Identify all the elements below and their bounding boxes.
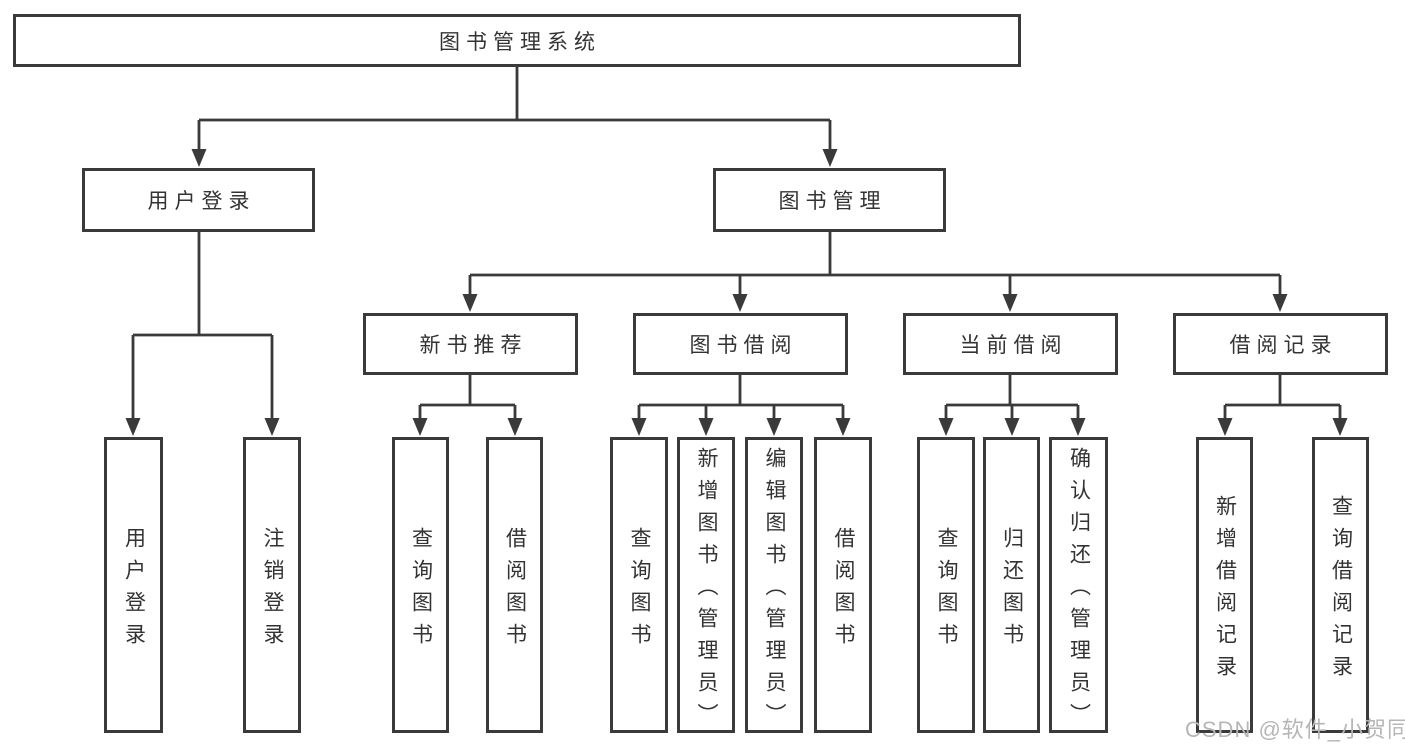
node-book-management: 图书管理 [713,168,946,232]
leaf-query-borrow-record: 查询借阅记录 [1312,437,1369,733]
leaf-label: 查询图书 [935,526,958,655]
leaf-user-login: 用户登录 [104,437,163,733]
node-book-borrow: 图书借阅 [633,313,848,375]
node-new-book-recommend: 新书推荐 [363,313,578,375]
node-label: 图书管理 [778,190,887,213]
leaf-query-books: 查询图书 [610,437,668,733]
leaf-add-books-admin: 新增图书（管理员） [677,437,735,735]
leaf-query-books: 查询图书 [917,437,975,733]
leaf-logout: 注销登录 [243,437,301,733]
leaf-borrow-books: 借阅图书 [486,437,543,733]
leaf-label: 注销登录 [261,526,284,655]
node-label: 当前借阅 [959,334,1068,357]
node-label: 图书管理系统 [439,30,601,54]
node-user-login: 用户登录 [82,168,315,232]
leaf-label: 新增图书（管理员） [695,446,718,735]
leaf-label: 确认归还（管理员） [1067,446,1091,735]
leaf-edit-books-admin: 编辑图书（管理员） [745,437,803,735]
leaf-borrow-books: 借阅图书 [814,437,872,733]
leaf-label: 借阅图书 [503,526,527,655]
node-current-borrow: 当前借阅 [903,313,1118,375]
node-label: 图书借阅 [689,334,798,357]
node-label: 用户登录 [147,190,256,213]
csdn-watermark: CSDN @软件_小贺同学 [1185,717,1405,742]
leaf-label: 用户登录 [122,526,146,655]
leaf-add-borrow-record: 新增借阅记录 [1196,437,1253,733]
connector-strokes [131,67,1342,419]
leaf-label: 查询借阅记录 [1329,494,1353,687]
leaf-label: 归还图书 [1000,526,1024,655]
arrowheads [125,149,1348,436]
node-label: 新书推荐 [419,334,528,357]
node-system-root: 图书管理系统 [13,14,1021,67]
leaf-confirm-return-admin: 确认归还（管理员） [1049,437,1108,735]
node-borrow-record: 借阅记录 [1173,313,1388,375]
leaf-query-books: 查询图书 [392,437,449,733]
leaf-label: 编辑图书（管理员） [763,446,786,735]
leaf-return-books: 归还图书 [983,437,1040,733]
leaf-label: 查询图书 [628,526,651,655]
leaf-label: 新增借阅记录 [1213,494,1237,687]
node-label: 借阅记录 [1229,334,1338,357]
leaf-label: 借阅图书 [832,526,855,655]
leaf-label: 查询图书 [409,526,433,655]
